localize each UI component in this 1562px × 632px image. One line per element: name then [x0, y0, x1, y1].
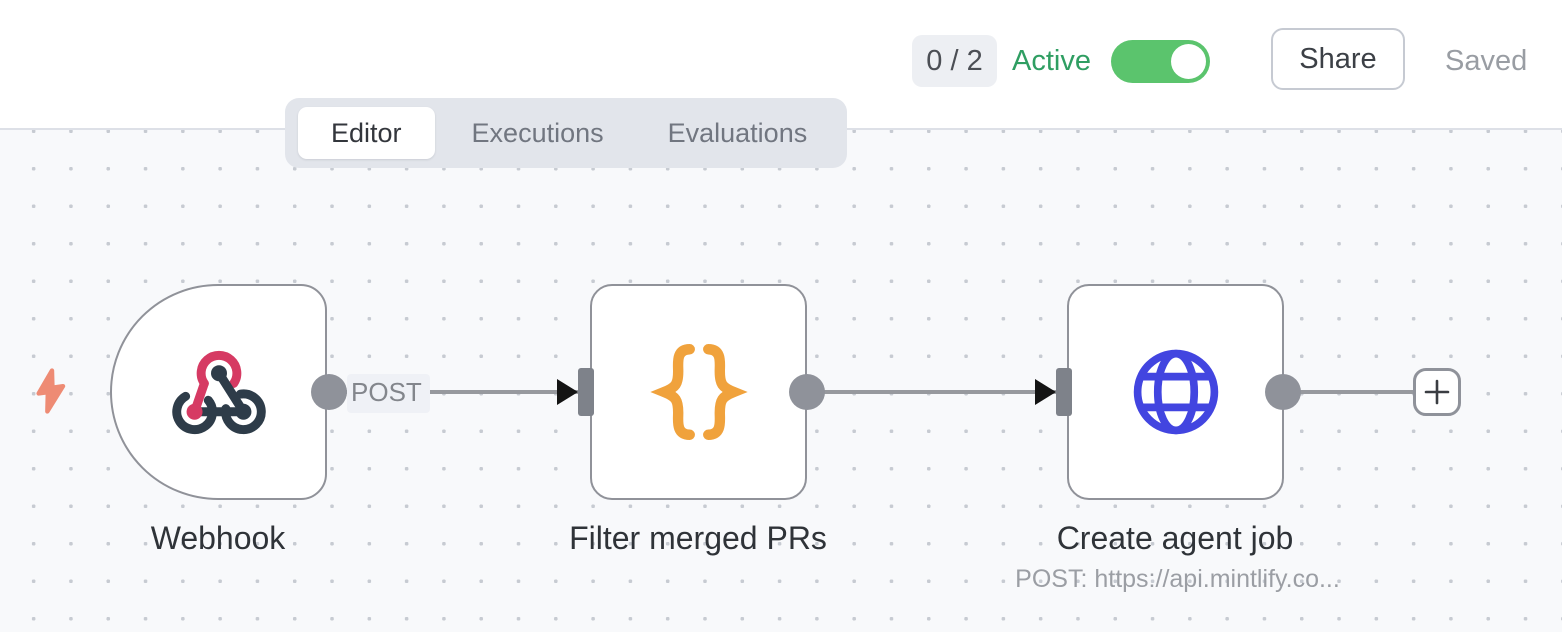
active-toggle[interactable]	[1111, 40, 1210, 83]
webhook-output-port[interactable]	[311, 374, 347, 410]
add-node-button[interactable]	[1413, 368, 1461, 416]
toggle-knob	[1171, 44, 1206, 79]
view-tabs: Editor Executions Evaluations	[285, 98, 848, 168]
plus-icon	[1424, 379, 1450, 405]
tab-editor[interactable]: Editor	[298, 107, 435, 159]
connection-webhook-filter[interactable]	[338, 390, 578, 394]
connection-http-plus[interactable]	[1292, 390, 1413, 394]
webhook-icon	[171, 351, 266, 435]
execution-counter-badge: 0 / 2	[912, 35, 997, 87]
connection-arrowhead	[1035, 379, 1056, 405]
trigger-bolt-icon	[36, 368, 66, 414]
connection-label-post: POST	[347, 374, 430, 413]
node-webhook[interactable]	[110, 284, 327, 500]
filter-input-port[interactable]	[578, 368, 594, 416]
node-label-webhook: Webhook	[150, 520, 286, 556]
node-label-http: Create agent job	[1056, 520, 1294, 556]
tab-executions[interactable]: Executions	[471, 117, 604, 148]
filter-output-port[interactable]	[789, 374, 825, 410]
node-label-filter: Filter merged PRs	[569, 520, 827, 556]
connection-filter-http[interactable]	[816, 390, 1056, 394]
http-input-port[interactable]	[1056, 368, 1072, 416]
node-filter-merged-prs[interactable]	[590, 284, 807, 500]
code-braces-icon	[649, 344, 748, 440]
connection-arrowhead	[557, 379, 578, 405]
node-create-agent-job[interactable]	[1067, 284, 1284, 500]
http-output-port[interactable]	[1265, 374, 1301, 410]
share-button[interactable]: Share	[1271, 28, 1405, 90]
node-subtitle-http: POST: https://api.mintlify.co...	[1015, 565, 1340, 593]
active-label: Active	[1012, 44, 1091, 77]
save-status: Saved	[1445, 44, 1528, 77]
tab-evaluations[interactable]: Evaluations	[667, 117, 808, 148]
globe-icon	[1133, 349, 1218, 435]
